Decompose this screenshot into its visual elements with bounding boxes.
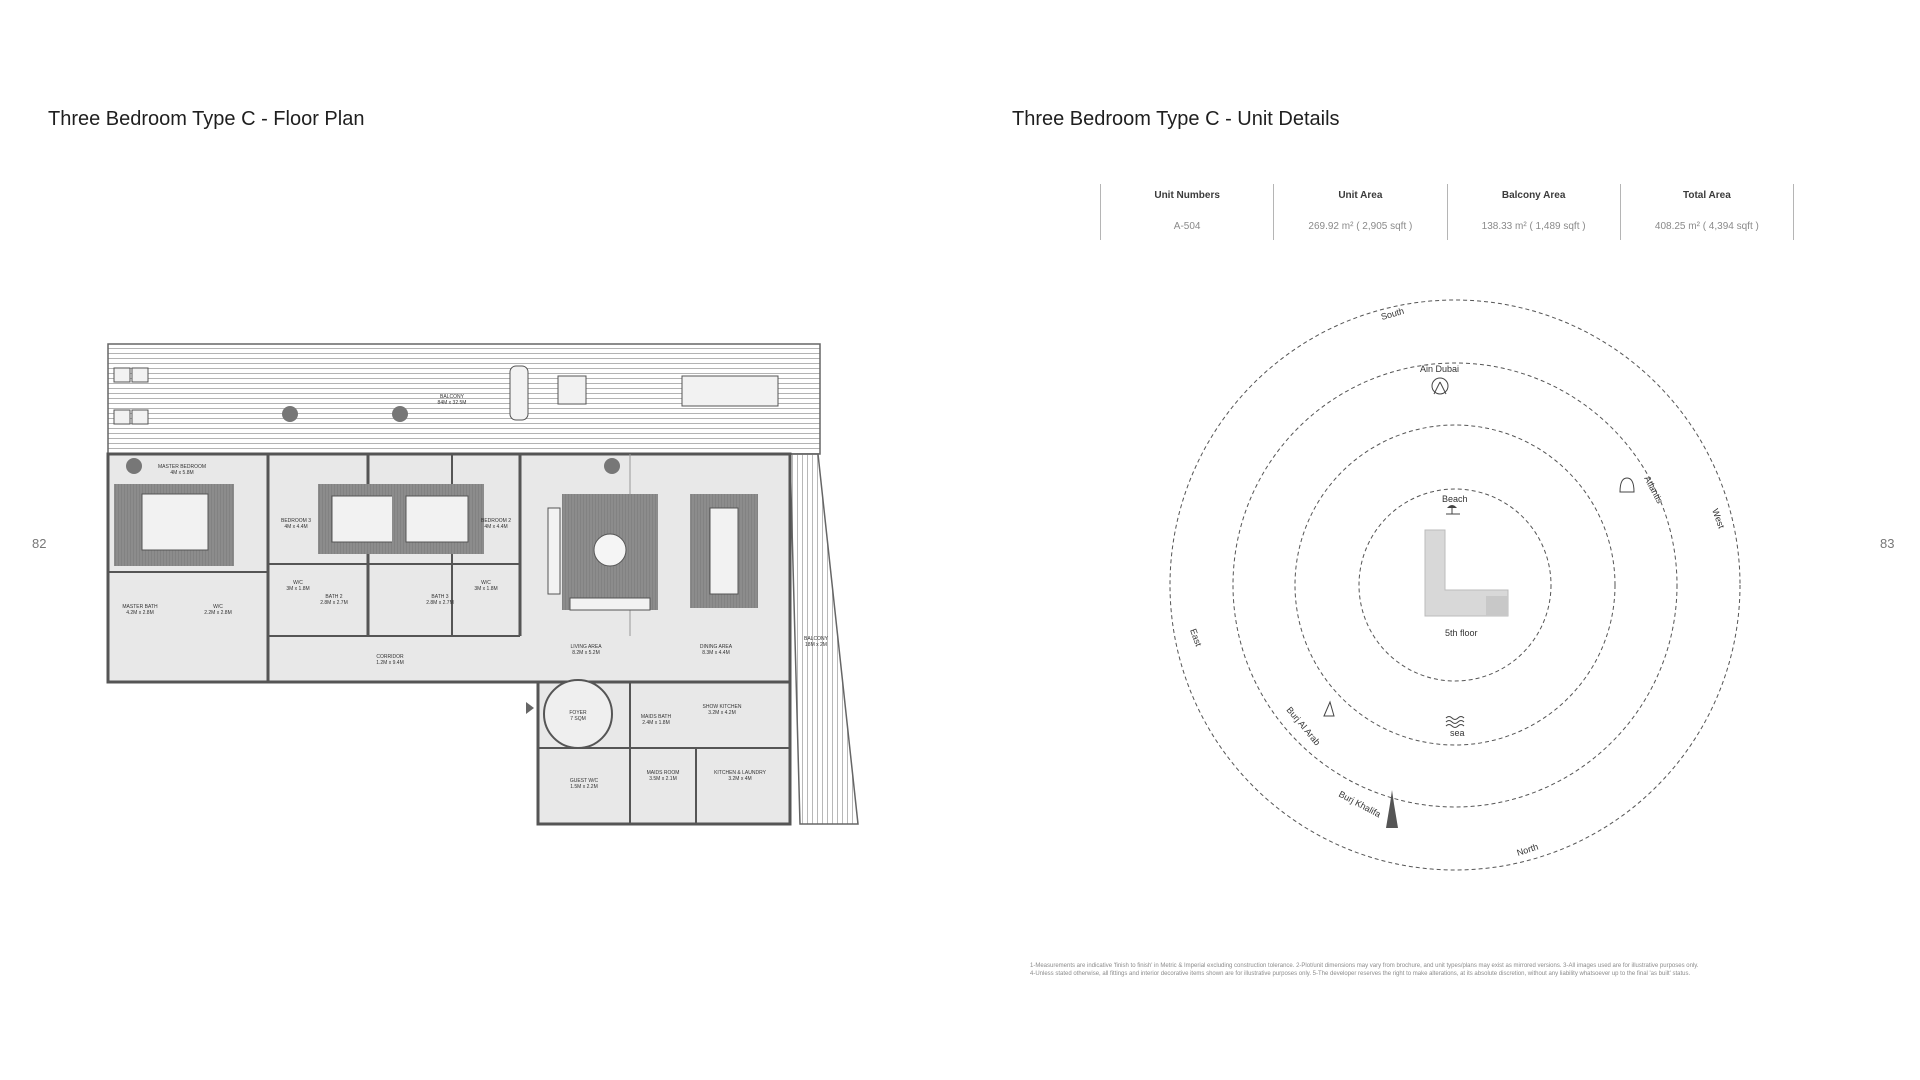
burj-al-arab-label: Burj Al Arab bbox=[1284, 705, 1322, 747]
wic-right-label: W/C bbox=[481, 580, 491, 586]
foyer-label: FOYER bbox=[569, 710, 587, 716]
bath3-label: BATH 3 bbox=[431, 594, 448, 600]
third-ring bbox=[1294, 424, 1616, 746]
balcony-side-dim: 18M x 2M bbox=[805, 642, 827, 648]
column-header: Balcony Area bbox=[1501, 190, 1566, 201]
kitchen-label: KITCHEN & LAUNDRY bbox=[714, 770, 767, 776]
bedroom3-label: BEDROOM 3 bbox=[281, 518, 311, 524]
master-bedroom-label: MASTER BEDROOM bbox=[158, 464, 206, 470]
kitchen-dim: 3.2M x 4M bbox=[728, 776, 751, 782]
column-value: 408.25 m² ( 4,394 sqft ) bbox=[1654, 221, 1759, 232]
second-ring bbox=[1232, 362, 1678, 808]
bedroom2-dim: 4M x 4.4M bbox=[484, 524, 507, 530]
foyer bbox=[526, 679, 613, 749]
master-bedroom-dim: 4M x 5.8M bbox=[170, 470, 193, 476]
total-area-column: Total Area 408.25 m² ( 4,394 sqft ) bbox=[1619, 184, 1794, 240]
unit-details-table: Unit Numbers A-504 Unit Area 269.92 m² (… bbox=[1100, 184, 1794, 240]
burj-al-arab-icon bbox=[1323, 700, 1335, 717]
unit-area-column: Unit Area 269.92 m² ( 2,905 sqft ) bbox=[1273, 184, 1446, 240]
master-bed bbox=[114, 458, 234, 566]
sea-label: sea bbox=[1450, 728, 1465, 738]
balcony-side-label: BALCONY bbox=[804, 636, 829, 642]
column-value: 138.33 m² ( 1,489 sqft ) bbox=[1481, 221, 1586, 232]
burj-khalifa-icon bbox=[1386, 790, 1398, 828]
sea-icon bbox=[1445, 716, 1465, 728]
ain-dubai-label: Ain Dubai bbox=[1420, 364, 1459, 374]
column-value: A-504 bbox=[1173, 221, 1201, 232]
beach-label: Beach bbox=[1442, 494, 1468, 504]
balcony-area-column: Balcony Area 138.33 m² ( 1,489 sqft ) bbox=[1446, 184, 1620, 240]
master-wic-label: W/C bbox=[213, 604, 223, 610]
unit-details-title: Three Bedroom Type C - Unit Details bbox=[1012, 108, 1340, 130]
living-label: LIVING AREA bbox=[570, 644, 602, 650]
direction-west: West bbox=[1710, 507, 1727, 530]
outer-ring bbox=[1169, 299, 1741, 871]
direction-south: South bbox=[1380, 306, 1405, 322]
balcony-label: BALCONY bbox=[440, 394, 465, 400]
corridor-dim: 1.2M x 9.4M bbox=[376, 660, 404, 666]
corridor-label: CORRIDOR bbox=[376, 654, 404, 660]
bath3-dim: 2.8M x 2.7M bbox=[426, 600, 454, 606]
disclaimer-line: 1-Measurements are indicative 'finish to… bbox=[1030, 963, 1699, 969]
dining-dim: 8.3M x 4.4M bbox=[702, 650, 730, 656]
page-number-right: 83 bbox=[1880, 536, 1895, 551]
atlantis-label: Atlantis bbox=[1642, 474, 1665, 505]
unit-numbers-column: Unit Numbers A-504 bbox=[1100, 184, 1273, 240]
master-bath-label: MASTER BATH bbox=[122, 604, 158, 610]
direction-north: North bbox=[1516, 842, 1540, 858]
disclaimer: 1-Measurements are indicative 'finish to… bbox=[1030, 962, 1770, 978]
dining-table bbox=[690, 494, 758, 608]
page-number-left: 82 bbox=[32, 536, 47, 551]
building-footprint-icon bbox=[1424, 529, 1509, 617]
burj-khalifa-label: Burj Khalifa bbox=[1337, 789, 1382, 819]
balcony-dim: 84M x 32.5M bbox=[438, 400, 467, 406]
maids-room-dim: 3.5M x 2.1M bbox=[649, 776, 677, 782]
column-value: 269.92 m² ( 2,905 sqft ) bbox=[1308, 221, 1413, 232]
guest-wc-dim: 1.5M x 2.2M bbox=[570, 784, 598, 790]
wic-right-dim: 3M x 1.8M bbox=[474, 586, 497, 592]
foyer-dim: 7 SQM bbox=[570, 716, 586, 722]
column-header: Unit Area bbox=[1338, 190, 1383, 201]
maids-room-label: MAIDS ROOM bbox=[647, 770, 680, 776]
bath2-dim: 2.8M x 2.7M bbox=[320, 600, 348, 606]
column-header: Unit Numbers bbox=[1154, 190, 1220, 201]
location-rings: South West North East Ain Dubai Atlantis… bbox=[1169, 299, 1741, 871]
maids-bath-label: MAIDS BATH bbox=[641, 714, 672, 720]
show-kitchen-dim: 3.2M x 4.2M bbox=[708, 710, 736, 716]
living-rug bbox=[547, 494, 658, 611]
beach-icon bbox=[1446, 505, 1460, 515]
bath2-label: BATH 2 bbox=[325, 594, 342, 600]
floor-plan-title: Three Bedroom Type C - Floor Plan bbox=[48, 108, 365, 130]
ain-dubai-icon bbox=[1431, 377, 1449, 395]
bedroom3-dim: 4M x 4.4M bbox=[284, 524, 307, 530]
column-header: Total Area bbox=[1682, 190, 1731, 201]
inner-ring bbox=[1358, 488, 1552, 682]
floor-label: 5th floor bbox=[1445, 628, 1478, 638]
atlantis-icon bbox=[1619, 477, 1635, 493]
guest-wc-label: GUEST W/C bbox=[570, 778, 599, 784]
wic-left-label: W/C bbox=[293, 580, 303, 586]
wic-left-dim: 3M x 1.8M bbox=[286, 586, 309, 592]
floor-plan: BALCONY 84M x 32.5M MASTER BEDROOM 4M x … bbox=[100, 336, 860, 836]
maids-bath-dim: 2.4M x 1.8M bbox=[642, 720, 670, 726]
bedroom2-bed bbox=[392, 484, 484, 554]
master-wic-dim: 2.2M x 2.8M bbox=[204, 610, 232, 616]
disclaimer-line: 4-Unless stated otherwise, all fittings … bbox=[1030, 971, 1691, 977]
dining-label: DINING AREA bbox=[700, 644, 733, 650]
floor-plan-drawing: BALCONY 84M x 32.5M MASTER BEDROOM 4M x … bbox=[106, 343, 859, 826]
bedroom2-label: BEDROOM 2 bbox=[481, 518, 511, 524]
balcony-furniture bbox=[113, 365, 779, 474]
living-dim: 8.2M x 5.2M bbox=[572, 650, 600, 656]
master-bath-dim: 4.2M x 2.8M bbox=[126, 610, 154, 616]
direction-east: East bbox=[1188, 627, 1204, 648]
location-diagram: South West North East Ain Dubai Atlantis… bbox=[1160, 290, 1750, 880]
show-kitchen-label: SHOW KITCHEN bbox=[703, 704, 742, 710]
